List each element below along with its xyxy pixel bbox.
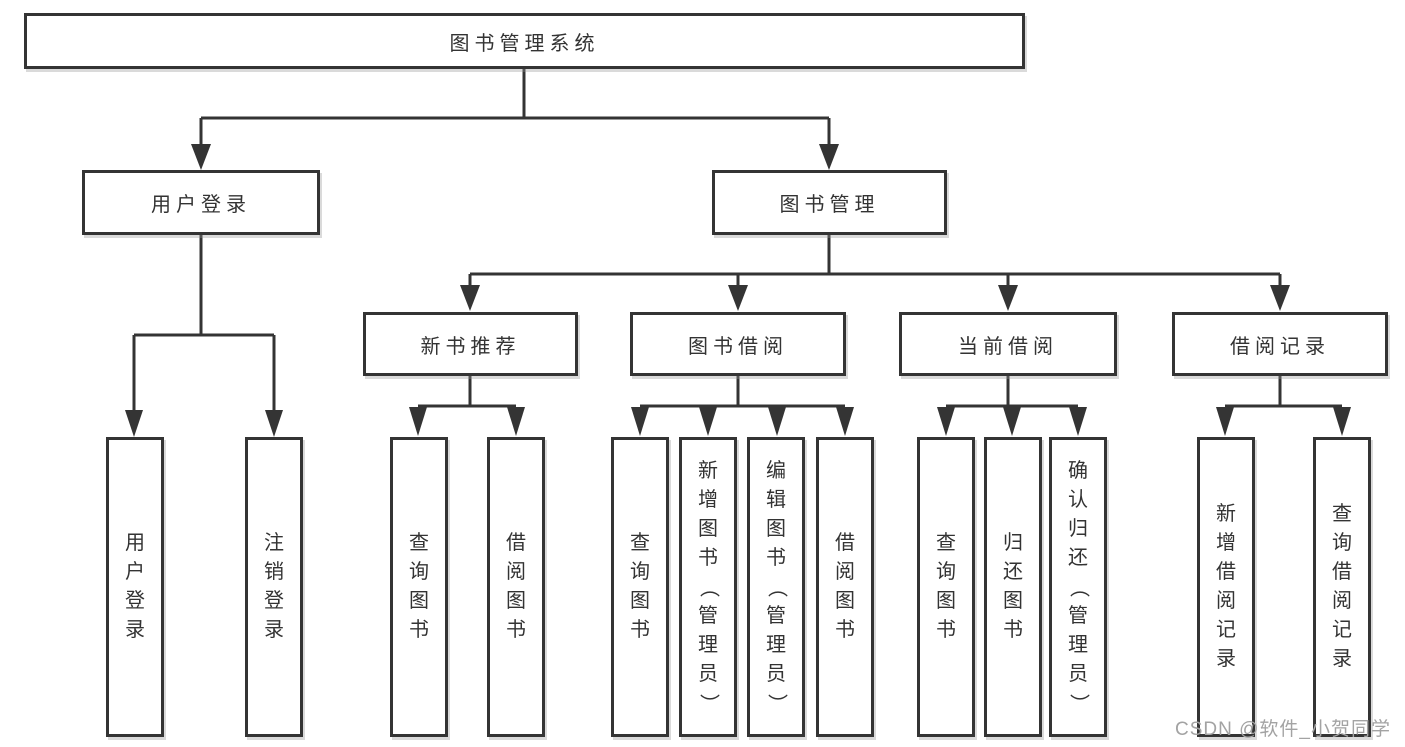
connector-user-login-branch: [125, 235, 283, 437]
leaf-label: 查询图书: [630, 532, 650, 641]
leaf-label: 用户登录: [125, 532, 145, 641]
node-label: 图书管理: [779, 194, 880, 216]
leaf-borrow-borrow-books: 借阅图书: [816, 437, 874, 737]
leaf-current-query-books: 查询图书: [917, 437, 975, 737]
node-label: 图书管理系统: [449, 32, 600, 55]
leaf-records-query-record: 查询借阅记录: [1313, 437, 1371, 737]
connector-book-mgmt-branch: [460, 235, 1290, 311]
leaf-records-add-record: 新增借阅记录: [1197, 437, 1255, 737]
node-user-login: 用户登录: [82, 170, 320, 235]
leaf-label: 借阅图书: [506, 532, 526, 641]
leaf-label: 确认归还（管理员）: [1067, 459, 1090, 714]
node-label: 用户登录: [151, 194, 251, 216]
leaf-label: 查询图书: [936, 532, 956, 641]
leaf-borrow-query-books: 查询图书: [611, 437, 669, 737]
connector-book-borrow-branch: [631, 375, 854, 436]
leaf-label: 借阅图书: [835, 532, 855, 641]
node-label: 借阅记录: [1230, 335, 1330, 358]
leaf-label: 查询图书: [409, 532, 429, 641]
node-label: 新书推荐: [420, 335, 521, 358]
connector-new-book-branch: [409, 375, 525, 436]
csdn-watermark: CSDN @软件_小贺同学: [1175, 719, 1391, 740]
node-book-management: 图书管理: [712, 170, 947, 235]
node-borrow-records: 借阅记录: [1172, 312, 1388, 376]
leaf-label: 编辑图书（管理员）: [765, 459, 788, 714]
node-root-system: 图书管理系统: [24, 13, 1025, 69]
connector-borrow-records-branch: [1216, 375, 1351, 436]
node-new-book-recommend: 新书推荐: [363, 312, 578, 376]
connector-current-borrow-branch: [937, 375, 1087, 436]
connector-root-to-level2: [191, 69, 839, 170]
leaf-newrec-query-books: 查询图书: [390, 437, 448, 737]
node-label: 图书借阅: [688, 335, 788, 358]
leaf-label: 归还图书: [1003, 532, 1023, 641]
leaf-label: 新增图书（管理员）: [697, 459, 720, 714]
leaf-user-login: 用户登录: [106, 437, 164, 737]
leaf-label: 新增借阅记录: [1216, 503, 1236, 670]
node-label: 当前借阅: [958, 335, 1058, 358]
leaf-logout: 注销登录: [245, 437, 303, 737]
leaf-newrec-borrow-books: 借阅图书: [487, 437, 545, 737]
leaf-label: 查询借阅记录: [1332, 503, 1352, 670]
leaf-borrow-edit-book-admin: 编辑图书（管理员）: [747, 437, 805, 737]
node-book-borrowing: 图书借阅: [630, 312, 846, 376]
node-current-borrowing: 当前借阅: [899, 312, 1117, 376]
leaf-label: 注销登录: [264, 532, 284, 641]
leaf-borrow-add-book-admin: 新增图书（管理员）: [679, 437, 737, 737]
leaf-current-confirm-return-admin: 确认归还（管理员）: [1049, 437, 1107, 737]
leaf-current-return-books: 归还图书: [984, 437, 1042, 737]
